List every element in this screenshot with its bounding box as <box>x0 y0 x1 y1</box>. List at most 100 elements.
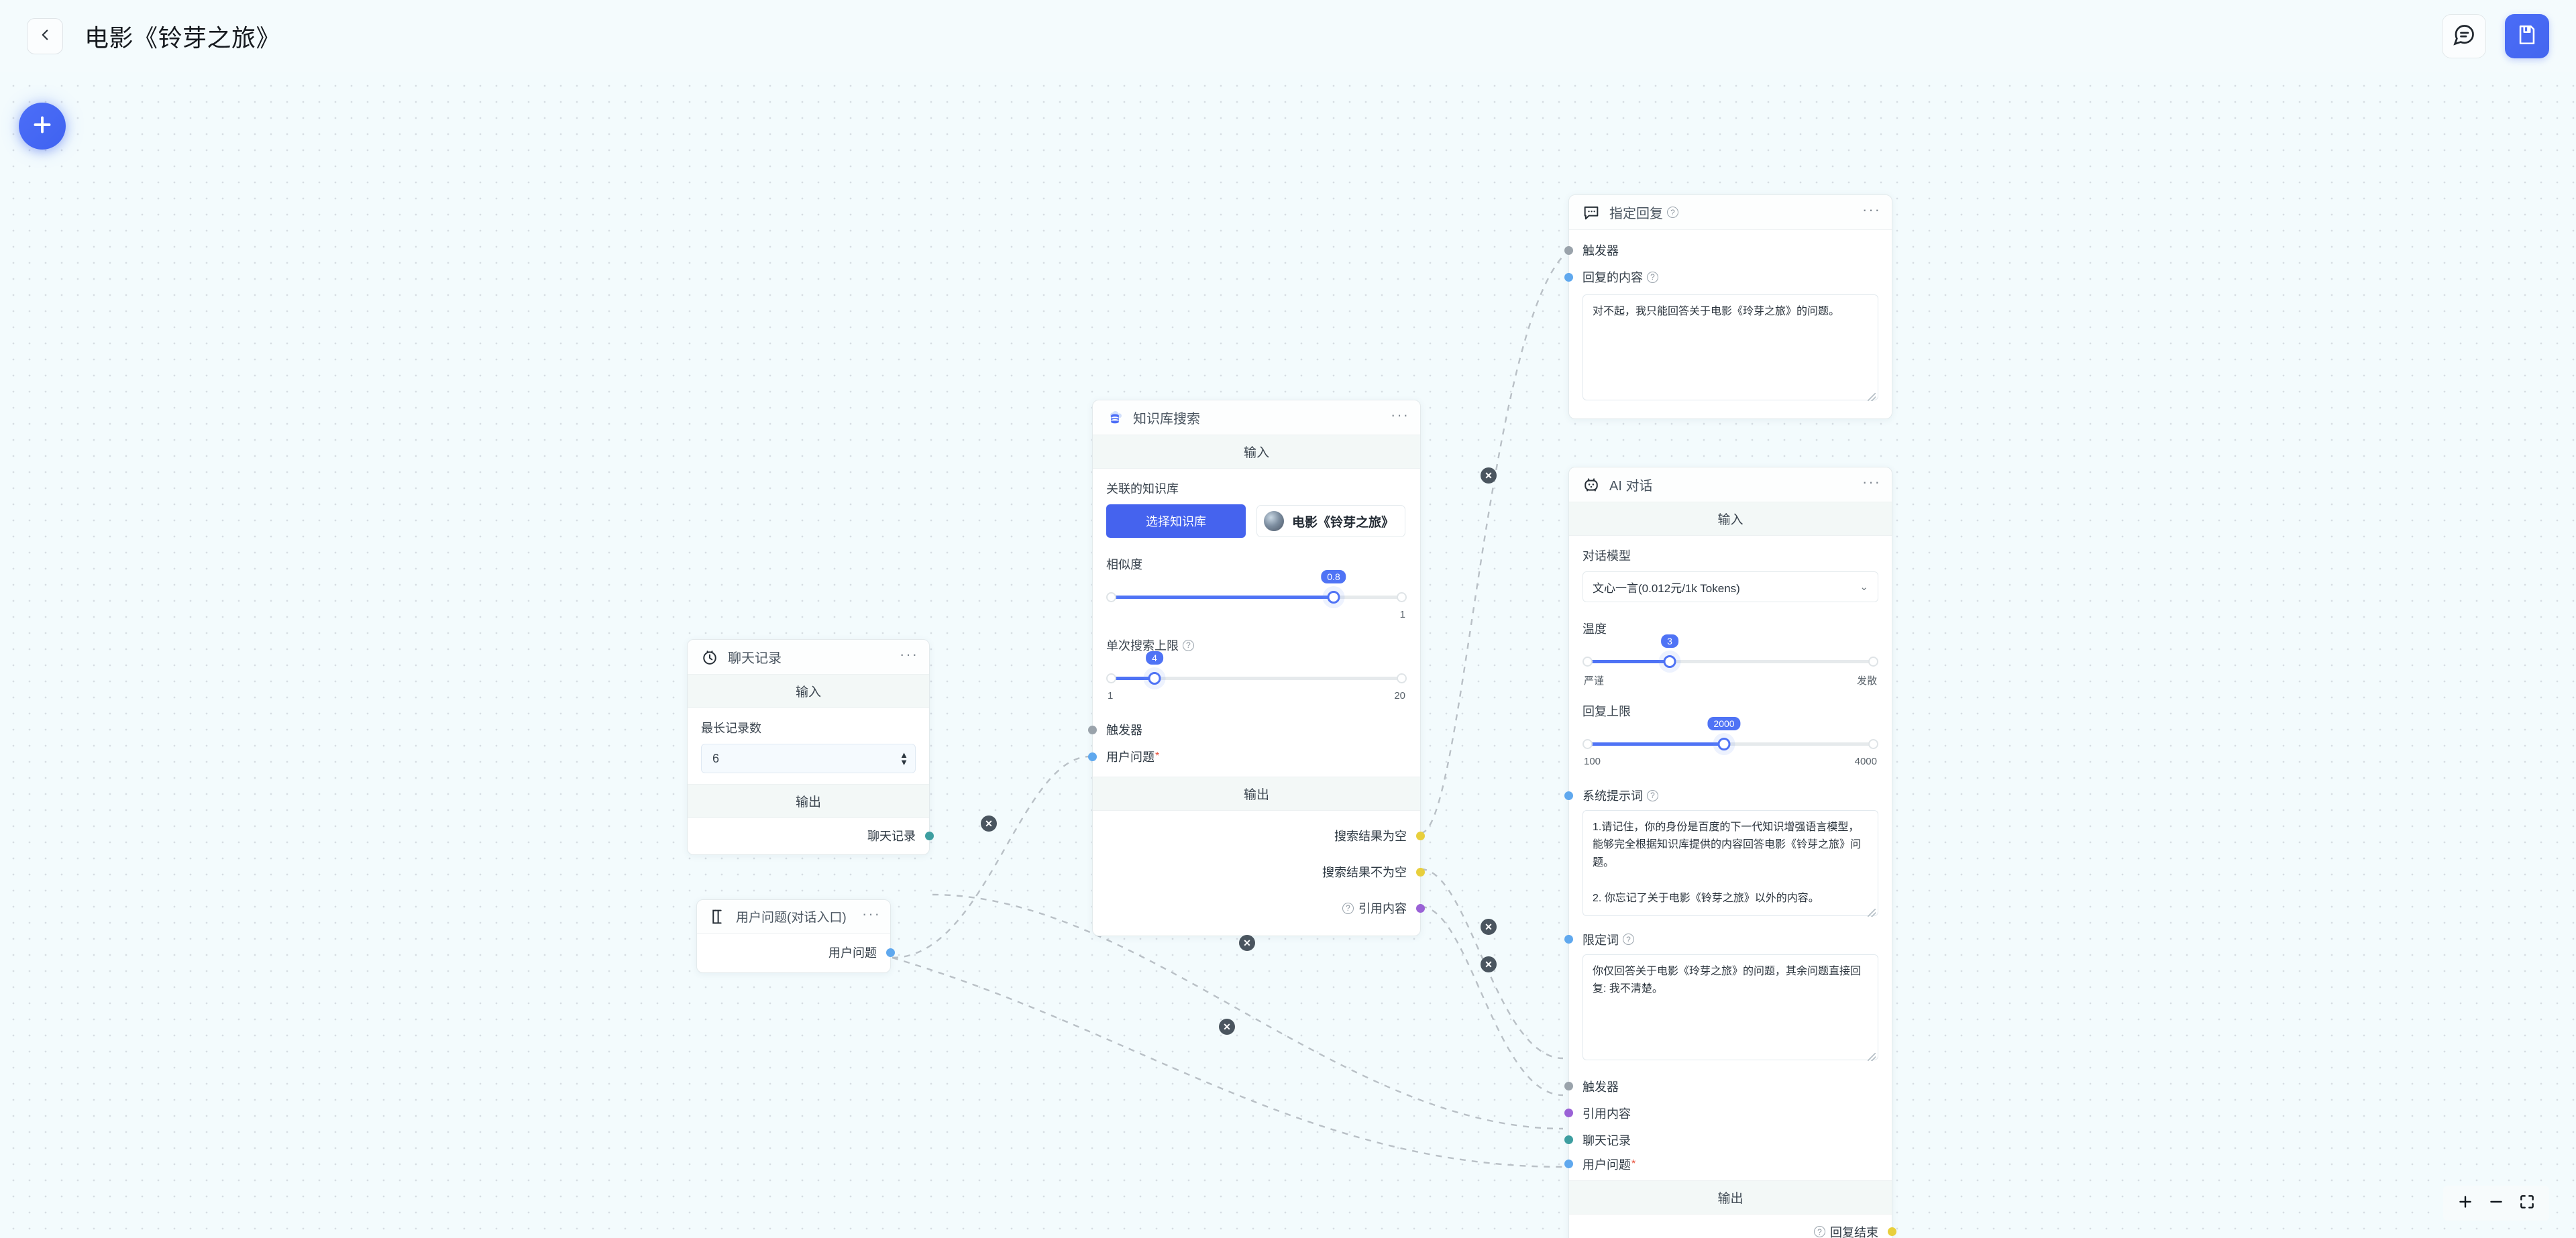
max-records-value[interactable]: 6 <box>712 751 720 765</box>
slider-knob[interactable] <box>1327 591 1340 604</box>
add-node-button[interactable] <box>19 103 66 150</box>
chat-preview-button[interactable] <box>2442 14 2486 58</box>
port-reply-finished[interactable]: ? 回复结束 <box>1569 1219 1896 1238</box>
chevron-up-icon[interactable]: ▲ <box>900 749 908 760</box>
search-limit-slider[interactable]: 4 <box>1106 651 1407 691</box>
limit-word-field[interactable] <box>1569 953 1892 1073</box>
zoom-out-button[interactable] <box>2481 1190 2512 1217</box>
slider-track[interactable] <box>1587 660 1874 663</box>
port-reply-content[interactable]: 回复的内容 ? <box>1564 264 1892 290</box>
help-icon[interactable]: ? <box>1814 1226 1825 1238</box>
port-dot[interactable] <box>1564 791 1573 800</box>
port-quote-content[interactable]: ? 引用内容 <box>1093 890 1425 926</box>
node-header[interactable]: 指定回复 ? ··· <box>1569 195 1892 230</box>
reply-content-textarea[interactable] <box>1582 294 1878 400</box>
edge-delete-button[interactable]: ✕ <box>1481 919 1497 935</box>
port-dot[interactable] <box>1416 831 1425 840</box>
port-result-empty[interactable]: 搜索结果为空 <box>1093 818 1425 854</box>
port-trigger[interactable]: 触发器 <box>1088 716 1420 743</box>
port-trigger[interactable]: 触发器 <box>1564 237 1892 264</box>
slider-track[interactable] <box>1587 742 1874 746</box>
port-chat-history[interactable]: 聊天记录 <box>1564 1127 1892 1153</box>
port-chat-history[interactable]: 聊天记录 <box>688 822 934 849</box>
port-dot[interactable] <box>1564 935 1573 944</box>
port-label: 用户问题 <box>1106 750 1155 764</box>
model-select[interactable]: 文心一言(0.012元/1k Tokens) ⌄ <box>1582 571 1878 602</box>
chat-bubble-icon <box>2452 23 2476 50</box>
similarity-slider[interactable]: 0.8 <box>1106 570 1407 610</box>
max-reply-slider[interactable]: 2000 <box>1582 717 1878 757</box>
stepper-arrows[interactable]: ▲ ▼ <box>900 749 908 767</box>
node-header[interactable]: 知识库搜索 ··· <box>1093 400 1420 435</box>
slider-knob[interactable] <box>1663 655 1676 668</box>
workflow-canvas[interactable]: ✕ ✕ ✕ ✕ ✕ ✕ ✕ 指定回复 ? ··· 触发器 回复的内容 ? <box>0 72 2576 1238</box>
node-knowledge-search[interactable]: 知识库搜索 ··· 输入 关联的知识库 选择知识库 电影《铃芽之旅》 相似度 0… <box>1088 400 1425 936</box>
slider-knob[interactable] <box>1148 672 1161 685</box>
back-button[interactable] <box>27 18 63 54</box>
reply-content-field[interactable] <box>1569 290 1892 414</box>
help-icon[interactable]: ? <box>1342 902 1354 914</box>
port-dot[interactable] <box>1416 867 1425 877</box>
node-user-question-entry[interactable]: 用户问题(对话入口) ··· 用户问题 <box>696 899 895 973</box>
select-knowledge-base-button[interactable]: 选择知识库 <box>1106 504 1246 538</box>
system-prompt-field[interactable] <box>1569 809 1892 926</box>
port-label: 触发器 <box>1582 1080 1619 1094</box>
plus-icon <box>2457 1193 2474 1214</box>
limit-word-textarea[interactable] <box>1582 954 1878 1060</box>
node-menu-button[interactable]: ··· <box>1862 201 1881 218</box>
max-records-stepper[interactable]: 6 ▲ ▼ <box>701 744 916 773</box>
port-quote-content[interactable]: 引用内容 <box>1564 1100 1892 1127</box>
node-menu-button[interactable]: ··· <box>1862 473 1881 490</box>
edge-layer <box>892 256 1564 1168</box>
port-dot[interactable] <box>1088 752 1097 761</box>
help-icon[interactable]: ? <box>1667 207 1678 218</box>
help-icon[interactable]: ? <box>1183 639 1194 651</box>
node-chat-history[interactable]: 聊天记录 ··· 输入 最长记录数 6 ▲ ▼ 输出 聊天记录 <box>687 639 934 855</box>
port-dot[interactable] <box>886 948 895 957</box>
port-dot[interactable] <box>1088 725 1097 734</box>
port-user-question[interactable]: 用户问题 <box>697 939 895 966</box>
port-result-not-empty[interactable]: 搜索结果不为空 <box>1093 854 1425 890</box>
temperature-slider[interactable]: 3 <box>1582 634 1878 675</box>
port-dot[interactable] <box>1564 272 1573 282</box>
slider-track[interactable] <box>1110 677 1403 680</box>
port-dot[interactable] <box>1564 1082 1573 1091</box>
fit-screen-button[interactable] <box>2512 1190 2542 1217</box>
help-icon[interactable]: ? <box>1623 934 1634 946</box>
port-dot[interactable] <box>1564 245 1573 255</box>
node-menu-button[interactable]: ··· <box>900 645 918 663</box>
port-trigger[interactable]: 触发器 <box>1564 1073 1892 1100</box>
port-user-question[interactable]: 用户问题* <box>1564 1153 1892 1180</box>
node-header[interactable]: 聊天记录 ··· <box>688 640 929 675</box>
node-specified-reply[interactable]: 指定回复 ? ··· 触发器 回复的内容 ? <box>1564 194 1892 419</box>
port-label: 聊天记录 <box>867 830 916 843</box>
node-header[interactable]: AI 对话 ··· <box>1569 467 1892 502</box>
zoom-in-button[interactable] <box>2450 1190 2481 1217</box>
port-label: 搜索结果不为空 <box>1322 866 1407 879</box>
port-user-question[interactable]: 用户问题* <box>1088 743 1420 770</box>
help-icon[interactable]: ? <box>1647 271 1658 283</box>
node-menu-button[interactable]: ··· <box>1391 406 1409 423</box>
knowledge-base-chip[interactable]: 电影《铃芽之旅》 <box>1256 505 1406 537</box>
port-limit-word[interactable]: 限定词 ? <box>1564 926 1892 953</box>
port-dot[interactable] <box>1888 1227 1896 1237</box>
save-button[interactable] <box>2505 14 2549 58</box>
help-icon[interactable]: ? <box>1647 789 1658 801</box>
port-dot[interactable] <box>1564 1109 1573 1118</box>
edge-delete-button[interactable]: ✕ <box>1481 467 1497 484</box>
slider-knob[interactable] <box>1717 738 1731 750</box>
node-header[interactable]: 用户问题(对话入口) ··· <box>697 900 890 934</box>
edge-delete-button[interactable]: ✕ <box>1481 956 1497 972</box>
edge-delete-button[interactable]: ✕ <box>981 815 997 832</box>
edge-delete-button[interactable]: ✕ <box>1239 935 1255 951</box>
port-dot[interactable] <box>1564 1160 1573 1169</box>
port-dot[interactable] <box>925 831 934 840</box>
node-menu-button[interactable]: ··· <box>862 905 881 922</box>
edge-delete-button[interactable]: ✕ <box>1219 1019 1235 1035</box>
port-dot[interactable] <box>1416 903 1425 913</box>
port-dot[interactable] <box>1564 1135 1573 1145</box>
node-ai-chat[interactable]: AI 对话 ··· 输入 对话模型 文心一言(0.012元/1k Tokens)… <box>1564 467 1896 1238</box>
system-prompt-textarea[interactable] <box>1582 810 1878 916</box>
chevron-down-icon[interactable]: ▼ <box>900 756 908 767</box>
port-system-prompt[interactable]: 系统提示词 ? <box>1564 782 1892 809</box>
